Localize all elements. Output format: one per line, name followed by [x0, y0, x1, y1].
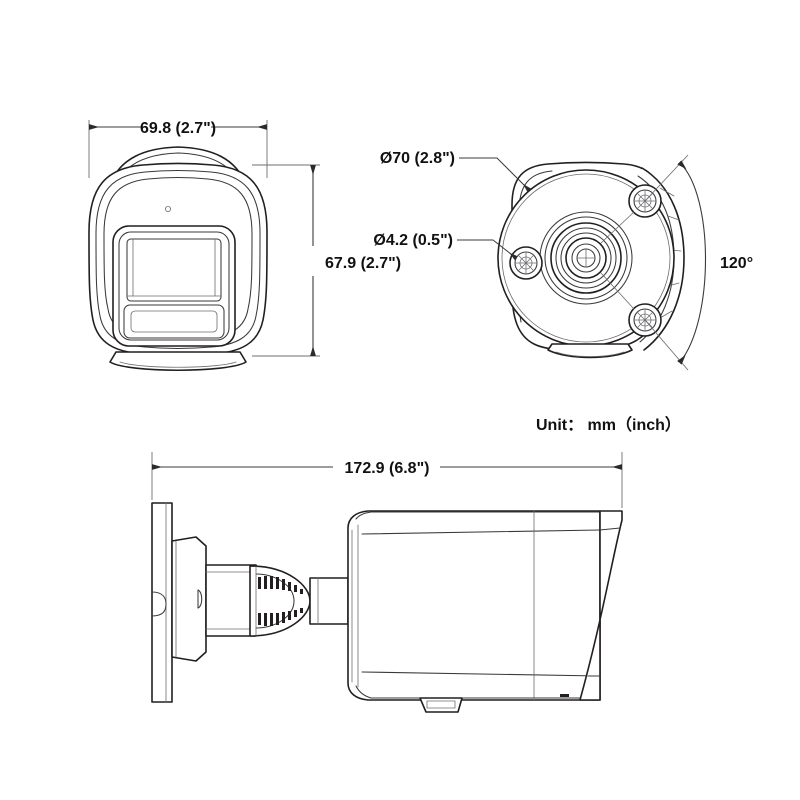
lens-window	[126, 238, 222, 302]
rear-bottom-foot	[547, 343, 633, 359]
lens-ring-5	[544, 216, 628, 300]
screw-hole-diameter-label: Ø4.2 (0.5")	[373, 232, 453, 249]
lens-barrel	[571, 243, 601, 273]
camera-body-top-edge	[355, 511, 601, 520]
microphone-hole-icon	[164, 205, 171, 212]
front-width-label: 69.8 (2.7")	[140, 120, 216, 137]
front-base-shoe	[109, 351, 247, 372]
rear-sunshade-facets	[659, 187, 682, 319]
sunshade-tail-groove-top	[599, 527, 621, 531]
bottom-protrusion-inner	[426, 700, 456, 709]
front-window-frame	[112, 225, 236, 347]
rear-face-circle-inner	[501, 173, 671, 343]
wall-mount-plate	[151, 502, 173, 703]
knuckle-serration-lower	[258, 608, 303, 626]
front-housing-rim	[95, 169, 261, 350]
mount-base-detail	[197, 589, 203, 609]
overall-length-label: 172.9 (6.8")	[345, 460, 430, 477]
sunshade-tail	[579, 510, 623, 701]
lens-ring-3	[555, 227, 617, 289]
side-view: 172.9 (6.8")	[151, 452, 623, 713]
body-diameter-label: Ø70 (2.8")	[380, 150, 455, 167]
camera-body-lower-groove	[361, 671, 601, 677]
ir-illuminator-bar	[123, 304, 225, 339]
knuckle-serration-upper	[258, 576, 303, 594]
camera-body-upper-groove	[361, 529, 601, 535]
camera-body-bottom-edge	[355, 685, 601, 699]
front-height-label: 67.9 (2.7")	[325, 255, 401, 272]
unit-note: Unit： mm（inch）	[536, 416, 681, 434]
ir-illuminator-bar-inner	[130, 310, 218, 333]
camera-body	[347, 510, 601, 701]
front-base-shoe-line	[119, 361, 237, 368]
rear-view: Ø70 (2.8") Ø4.2 (0.5") 120°	[373, 150, 753, 371]
screw-hole-diameter-leader	[457, 239, 518, 261]
body-label-mark	[560, 694, 569, 697]
body-diameter-leader	[459, 157, 532, 193]
bottom-protrusion	[419, 697, 463, 713]
camera-neck	[309, 577, 349, 625]
front-view: 69.8 (2.7") 67.9 (2.7")	[88, 120, 401, 372]
rotation-angle-label: 120°	[720, 255, 753, 272]
rear-bottom-foot-line	[555, 351, 625, 357]
angle-arc	[677, 160, 707, 365]
mount-base	[171, 536, 207, 662]
wall-plate-cable-notch	[151, 591, 167, 617]
rear-construction-line-upper	[600, 211, 635, 244]
screw-hole-left	[509, 246, 543, 280]
knuckle-joint	[249, 565, 311, 637]
front-window-frame-inner	[118, 231, 230, 341]
rear-construction-line-lower	[600, 272, 635, 310]
lens-ring-2	[560, 232, 612, 284]
angle-ext-lower	[644, 319, 689, 371]
